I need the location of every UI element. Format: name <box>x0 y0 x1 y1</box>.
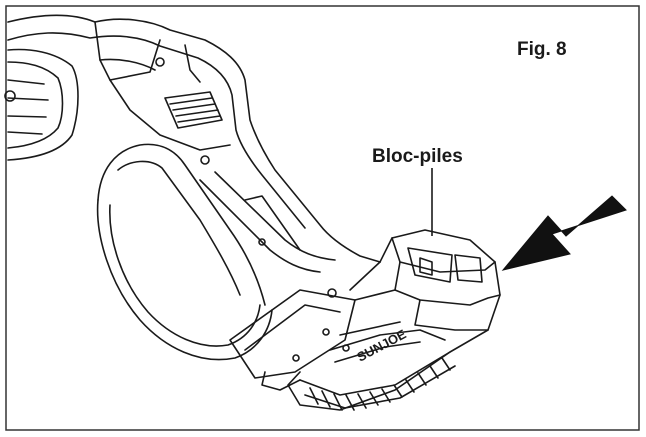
insert-arrow-icon <box>501 195 627 271</box>
figure-border <box>5 5 640 431</box>
figure-label: Fig. 8 <box>517 39 567 60</box>
battery-pack-label: Bloc-piles <box>372 146 463 167</box>
tool-body <box>4 14 501 411</box>
